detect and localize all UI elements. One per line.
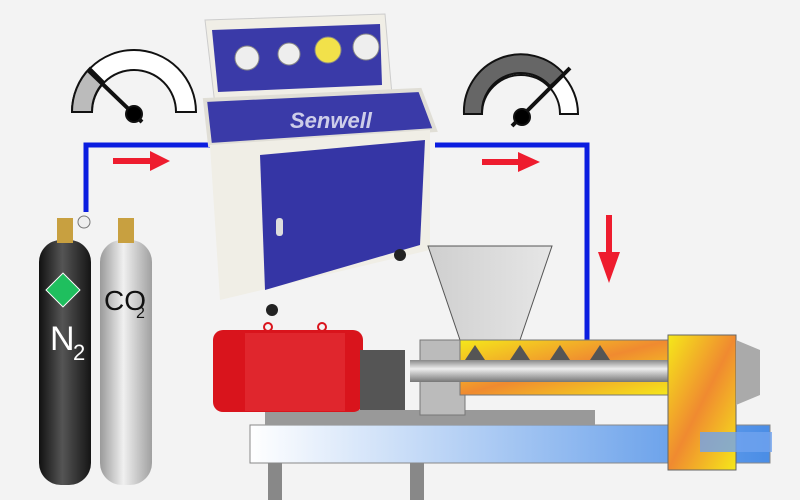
pressure-gauge-low-icon: [70, 49, 198, 124]
die-head: [667, 334, 772, 471]
pressure-gauge-high-icon: [462, 53, 580, 128]
co2-cylinder: CO 2: [100, 218, 152, 485]
svg-text:2: 2: [73, 340, 85, 365]
gas-booster-cabinet: Senwell: [202, 13, 438, 316]
svg-text:2: 2: [136, 305, 145, 322]
co2-label: CO: [104, 285, 146, 316]
gas-line: [83, 142, 590, 343]
n2-label: N: [50, 320, 75, 358]
hopper: [427, 245, 553, 341]
electric-motor: [213, 322, 405, 412]
n2-cylinder: N 2: [39, 215, 91, 485]
watermark: Senwell: [290, 108, 373, 133]
extruder-barrel: [410, 339, 750, 396]
flow-arrow-icon: [113, 151, 620, 283]
